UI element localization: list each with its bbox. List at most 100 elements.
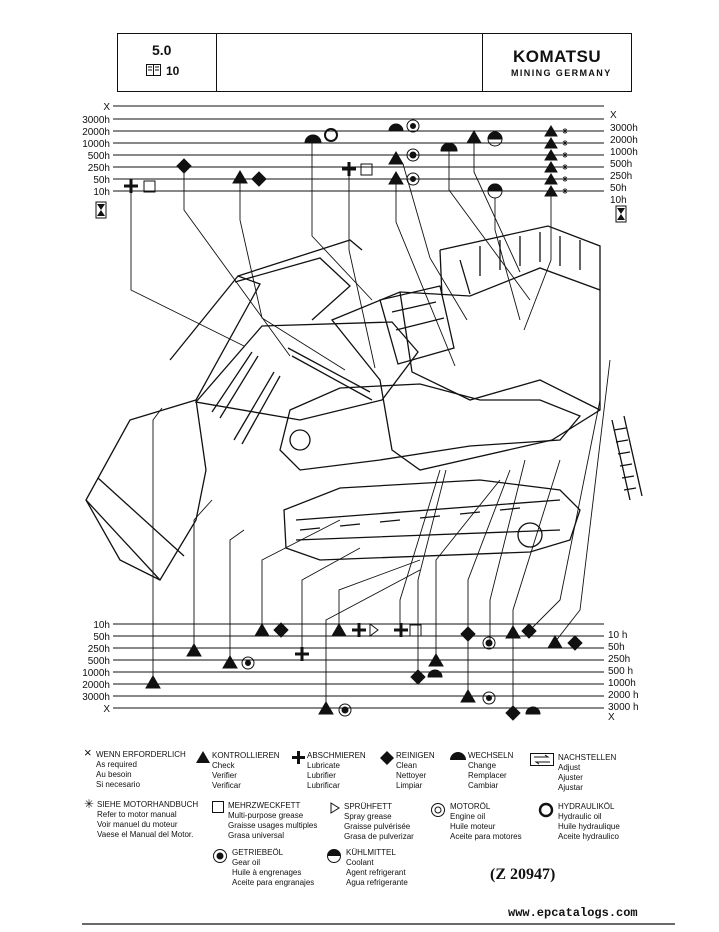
check-icon xyxy=(466,130,482,144)
engine-oil-icon xyxy=(431,803,445,817)
legend-adjust: NACHSTELLEN Adjust Ajuster Ajustar xyxy=(530,753,616,793)
legend-text: Multi-purpose grease xyxy=(228,811,304,820)
interval-label: X xyxy=(103,704,110,715)
motor-manual-icon xyxy=(562,128,568,194)
lubricate-icon xyxy=(124,179,138,193)
interval-label: 50h xyxy=(610,183,627,194)
multipurpose-grease-icon xyxy=(360,163,373,176)
legend-clean: REINIGEN Clean Nettoyer Limpiar xyxy=(380,751,435,791)
book-icon xyxy=(146,64,161,76)
gear-oil-dot xyxy=(485,639,493,647)
clean-icon xyxy=(521,623,537,639)
check-icon xyxy=(331,623,347,637)
multipurpose-grease-icon xyxy=(212,801,224,813)
section-cell: 5.0 10 xyxy=(118,34,217,91)
legend-hydraulic-oil: HYDRAULIKÖL Hydraulic oil Huile hydrauli… xyxy=(538,802,620,842)
engine-oil-dot xyxy=(486,695,492,701)
legend-text: Verificar xyxy=(212,781,241,790)
lubricate-icon xyxy=(394,623,408,637)
interval-label: 250h xyxy=(610,171,632,182)
legend-text: Aceite para motores xyxy=(450,832,522,841)
legend-title: SPRÜHFETT xyxy=(344,802,392,811)
interval-label: 2000h xyxy=(82,680,110,691)
legend-text: Graisse pulvérisée xyxy=(344,822,411,831)
check-icon xyxy=(145,675,161,689)
clean-icon xyxy=(176,158,192,174)
legend-text: Huile hydraulique xyxy=(558,822,620,831)
spray-grease-icon xyxy=(369,623,379,637)
legend-text: Spray grease xyxy=(344,812,392,821)
leader-lines xyxy=(152,359,611,714)
check-icon xyxy=(544,161,558,173)
interval-label: 10 h xyxy=(608,630,627,641)
interval-label: 3000h xyxy=(82,692,110,703)
interval-label: 250h xyxy=(88,163,110,174)
change-icon xyxy=(427,669,443,678)
hourglass-icon xyxy=(615,205,627,223)
coolant-icon xyxy=(327,849,341,863)
interval-label: 2000 h xyxy=(608,690,639,701)
engine-oil-dot xyxy=(410,176,416,182)
legend-text: Clean xyxy=(396,761,417,770)
legend-text: Agent refrigerant xyxy=(346,868,406,877)
clean-icon xyxy=(273,622,289,638)
check-icon xyxy=(505,625,521,639)
change-icon xyxy=(304,134,322,144)
legend-text: Check xyxy=(212,761,235,770)
interval-label: 2000h xyxy=(82,127,110,138)
watermark: www.epcatalogs.com xyxy=(508,906,638,920)
legend-coolant: KÜHLMITTEL Coolant Agent refrigerant Agu… xyxy=(326,848,408,888)
legend-text: Grasa universal xyxy=(228,831,285,840)
check-icon xyxy=(222,655,238,669)
legend-text: Hydraulic oil xyxy=(558,812,602,821)
excavator-drawing xyxy=(85,225,643,581)
lubricate-icon xyxy=(295,647,309,661)
coolant-half xyxy=(487,183,503,192)
check-icon xyxy=(318,701,334,715)
gear-oil-icon xyxy=(338,703,352,717)
lubricate-icon xyxy=(292,751,305,764)
interval-label: 50h xyxy=(93,632,110,643)
legend-title: SIEHE MOTORHANDBUCH xyxy=(97,800,199,809)
legend-title: NACHSTELLEN xyxy=(558,753,617,762)
adjust-icon xyxy=(530,753,554,766)
legend-spray: SPRÜHFETT Spray grease Graisse pulvérisé… xyxy=(330,802,414,842)
clean-icon xyxy=(380,751,394,765)
change-icon xyxy=(450,752,466,760)
hydraulic-oil-icon xyxy=(538,802,554,818)
interval-label: 1000h xyxy=(82,139,110,150)
legend-text: Aceite para engranajes xyxy=(232,878,315,887)
multipurpose-grease-icon xyxy=(143,180,156,193)
interval-label: X xyxy=(103,102,110,113)
interval-label: 250h xyxy=(88,644,110,655)
interval-label: 500h xyxy=(610,159,632,170)
cross-icon: × xyxy=(84,745,92,760)
coolant-half xyxy=(487,131,503,140)
check-icon xyxy=(460,689,476,703)
legend-text: Lubricate xyxy=(307,761,340,770)
legend-text: Nettoyer xyxy=(396,771,427,780)
interval-label: 50h xyxy=(608,642,625,653)
check-icon xyxy=(388,151,404,165)
interval-label: 50h xyxy=(93,175,110,186)
interval-label: 10h xyxy=(610,195,627,206)
legend-title: WENN ERFORDERLICH xyxy=(96,750,186,759)
engine-oil-icon xyxy=(482,691,496,705)
legend-text: Refer to motor manual xyxy=(97,810,177,819)
check-icon xyxy=(254,623,270,637)
interval-label: 10h xyxy=(93,187,110,198)
clean-icon xyxy=(251,171,267,187)
section-number: 5.0 xyxy=(152,42,172,58)
check-icon xyxy=(232,170,248,184)
spray-grease-icon xyxy=(330,802,340,814)
legend-text: Au besoin xyxy=(96,770,132,779)
legend-text: Graisse usages multiples xyxy=(228,821,318,830)
clean-icon xyxy=(460,626,476,642)
interval-label: 500 h xyxy=(608,666,633,677)
gear-oil-dot xyxy=(341,706,349,714)
check-icon xyxy=(544,137,558,149)
legend-motor-manual: ✳ SIEHE MOTORHANDBUCH Refer to motor man… xyxy=(84,798,199,840)
document-number: (Z 20947) xyxy=(490,866,556,883)
legend-engine-oil: MOTORÖL Engine oil Huile moteur Aceite p… xyxy=(430,802,522,842)
